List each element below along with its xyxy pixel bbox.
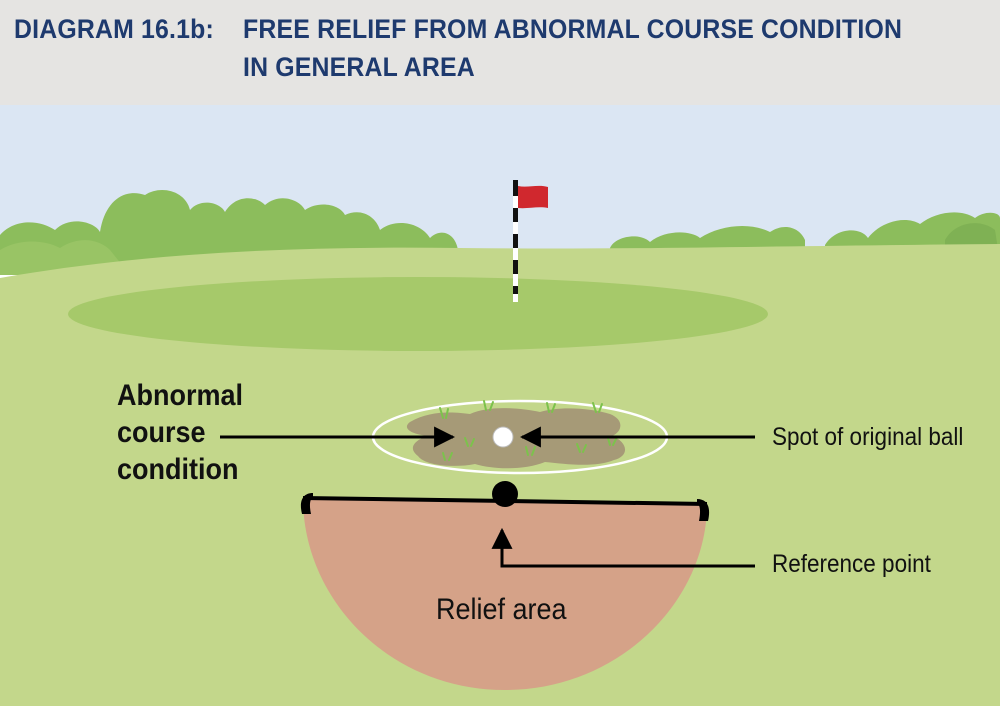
diagram-number: DIAGRAM 16.1b: bbox=[14, 14, 214, 44]
abnormal-condition-label: Abnormal course condition bbox=[117, 377, 243, 488]
relief-area-left-tick bbox=[300, 493, 313, 514]
diagram-title-line2: IN GENERAL AREA bbox=[243, 52, 475, 82]
flagstick bbox=[513, 180, 548, 302]
abnormal-condition-label-line1: Abnormal bbox=[117, 379, 244, 412]
relief-area-right-tick bbox=[697, 499, 710, 521]
abnormal-condition-patch bbox=[406, 408, 626, 469]
putting-green bbox=[68, 277, 768, 351]
reference-point-label: Reference point bbox=[772, 550, 931, 578]
abnormal-condition-label-line2: course bbox=[117, 416, 206, 449]
abnormal-condition-label-line3: condition bbox=[117, 453, 239, 486]
golf-scene bbox=[0, 105, 1000, 706]
flag bbox=[518, 185, 548, 209]
title-bar: DIAGRAM 16.1b: FREE RELIEF FROM ABNORMAL… bbox=[0, 0, 1000, 105]
spot-of-ball-label: Spot of original ball bbox=[772, 423, 964, 451]
reference-pointer-arrow bbox=[491, 527, 755, 568]
fairway bbox=[0, 244, 1000, 706]
reference-point-dot bbox=[492, 481, 518, 507]
original-ball bbox=[492, 426, 514, 448]
relief-area-label: Relief area bbox=[436, 593, 567, 626]
diagram-title-line1: FREE RELIEF FROM ABNORMAL COURSE CONDITI… bbox=[243, 14, 903, 44]
relief-area bbox=[303, 498, 707, 690]
grass-tufts bbox=[439, 400, 617, 461]
